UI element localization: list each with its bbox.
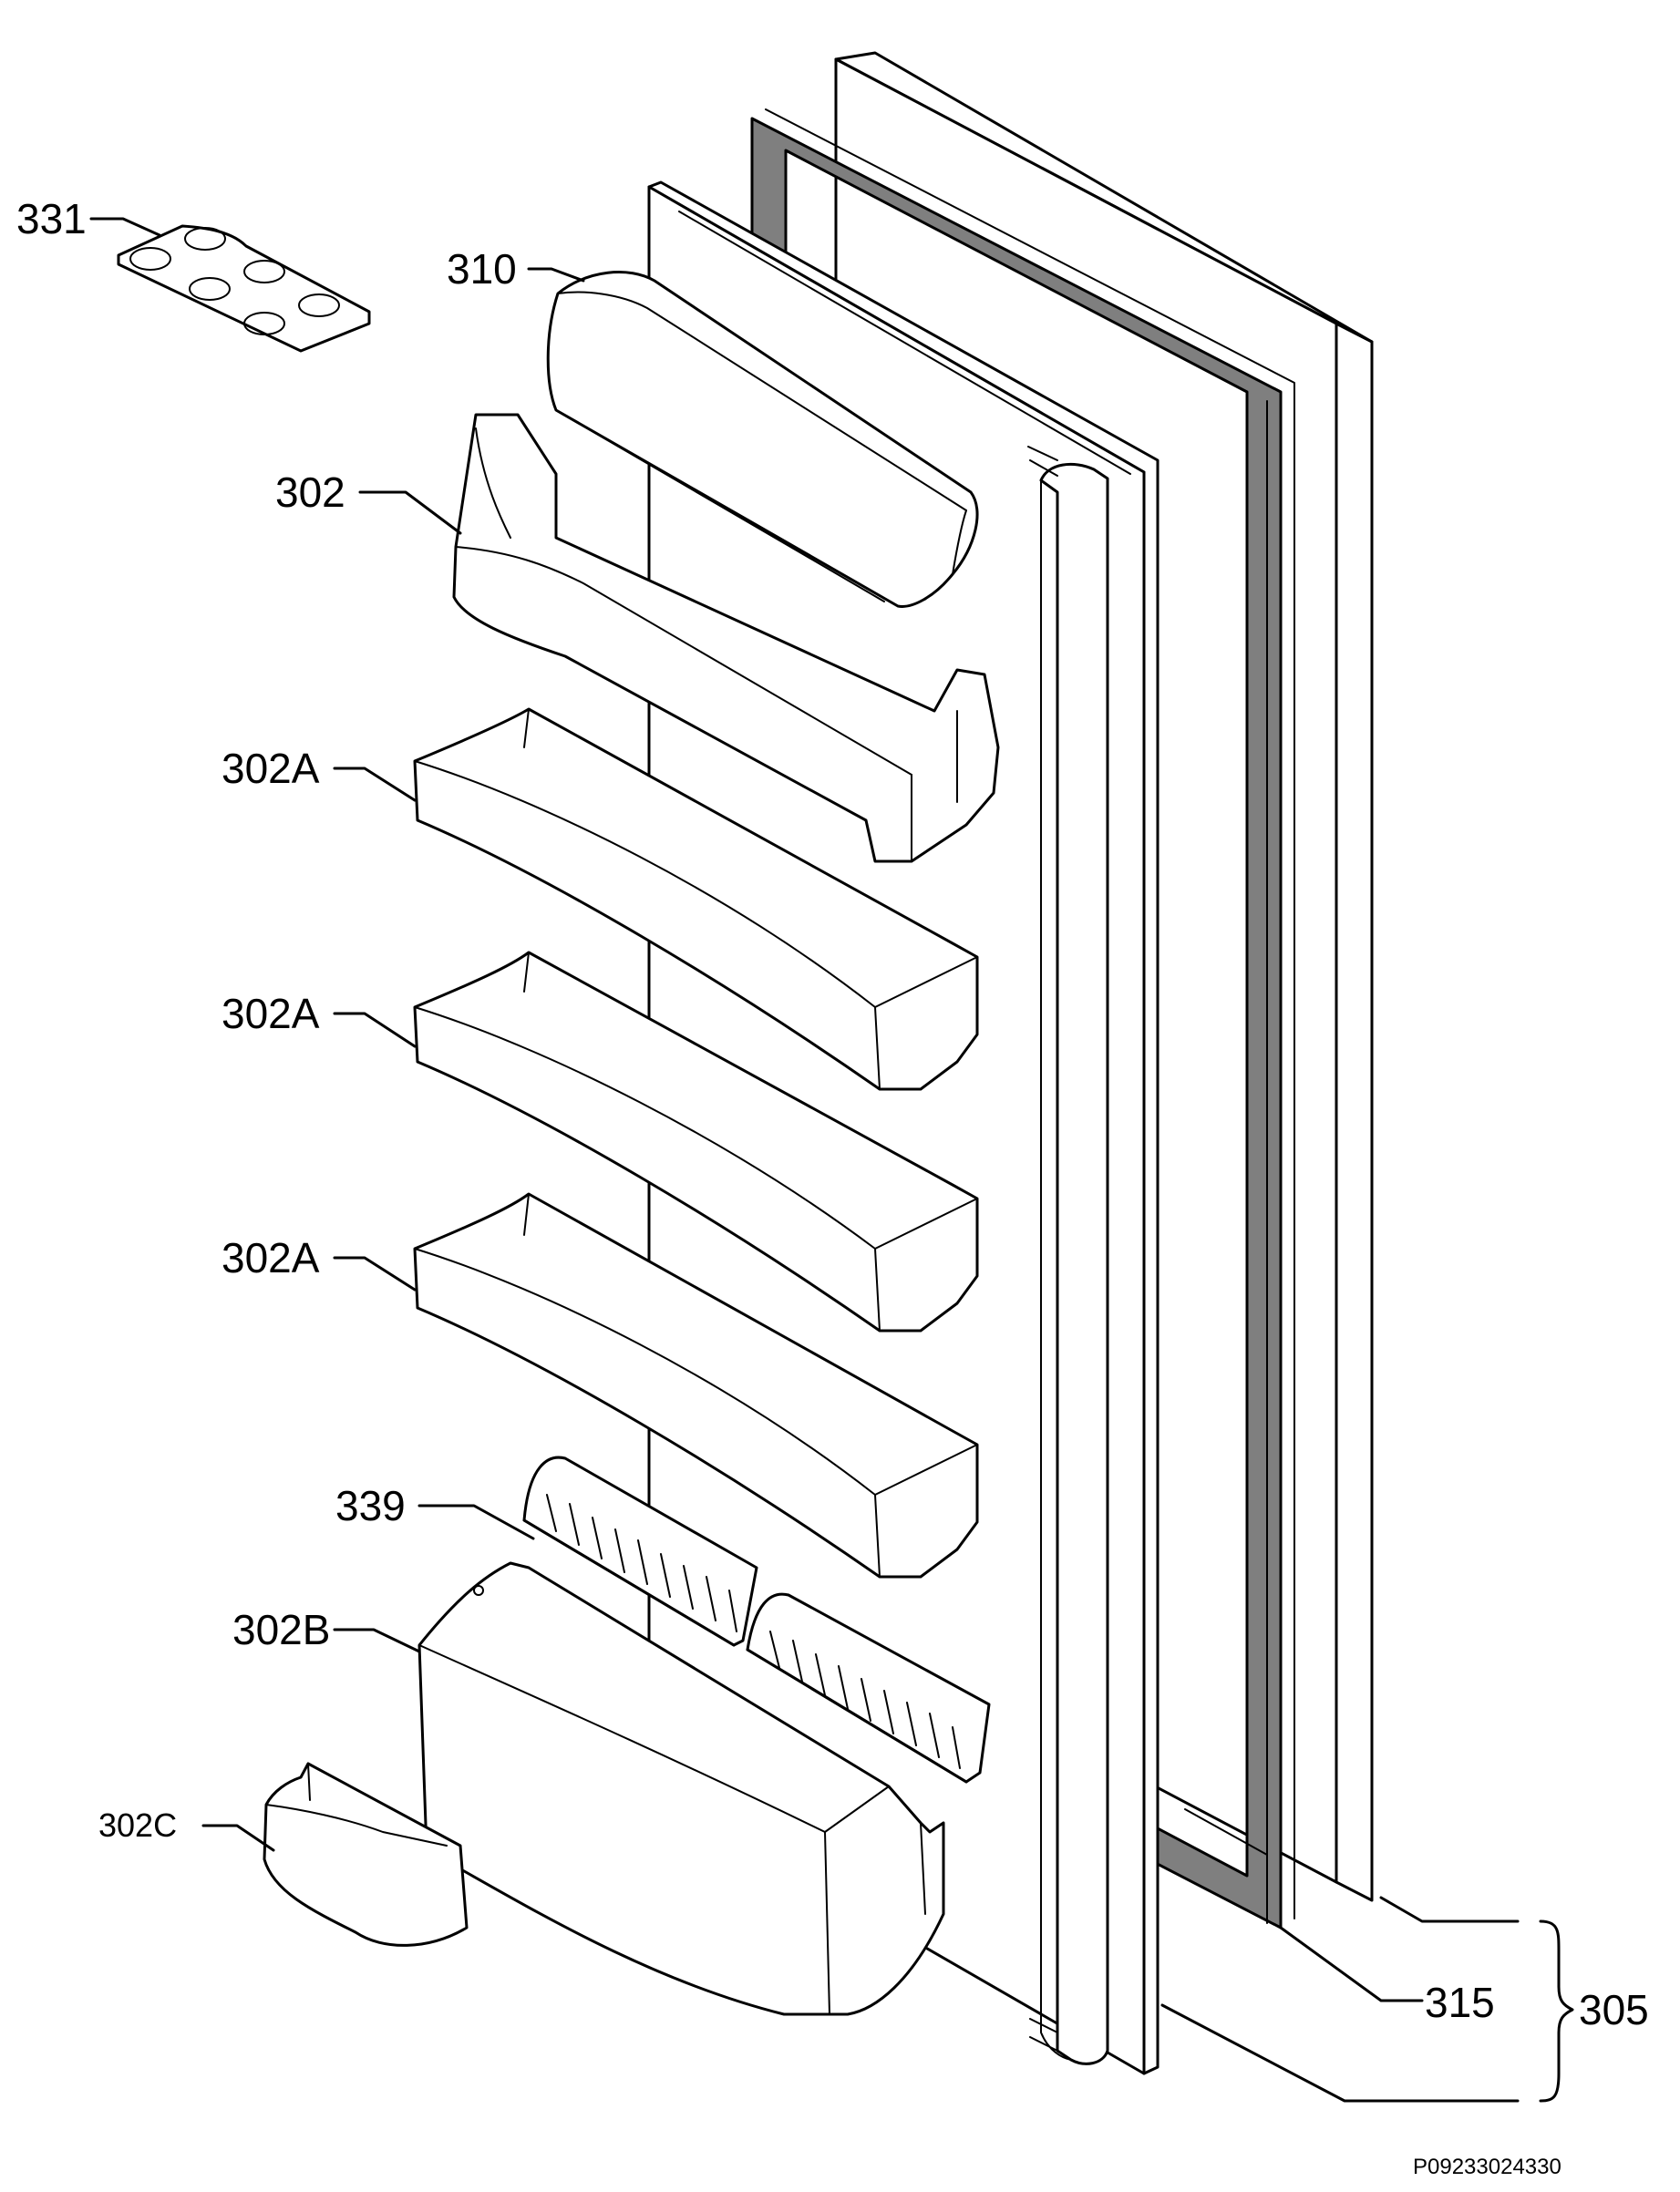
bottle-retainer-right [746, 1592, 991, 1784]
leader-lines [89, 217, 1574, 2103]
label-302c: 302C [98, 1806, 177, 1844]
label-315: 315 [1425, 1979, 1495, 2026]
label-302: 302 [275, 468, 345, 516]
bottle-retainer-left [522, 1456, 758, 1647]
label-331: 331 [16, 195, 87, 242]
label-305: 305 [1579, 1986, 1649, 2033]
top-door-shelf [452, 413, 1000, 863]
label-302a-2: 302A [222, 990, 320, 1037]
bottle-shelf [417, 1561, 945, 2016]
egg-tray [117, 224, 371, 353]
label-310: 310 [447, 245, 517, 293]
label-302a-3: 302A [222, 1234, 320, 1281]
label-302a-1: 302A [222, 745, 320, 792]
reference-code: P09233024330 [1413, 2155, 1561, 2179]
label-302b: 302B [232, 1606, 330, 1653]
dairy-compartment-cover [546, 271, 979, 608]
door-shelf-2 [413, 951, 979, 1333]
door-shelf-1 [413, 707, 979, 1091]
door-shelf-3 [413, 1192, 979, 1579]
small-door-box [263, 1762, 469, 1947]
label-339: 339 [335, 1482, 406, 1529]
